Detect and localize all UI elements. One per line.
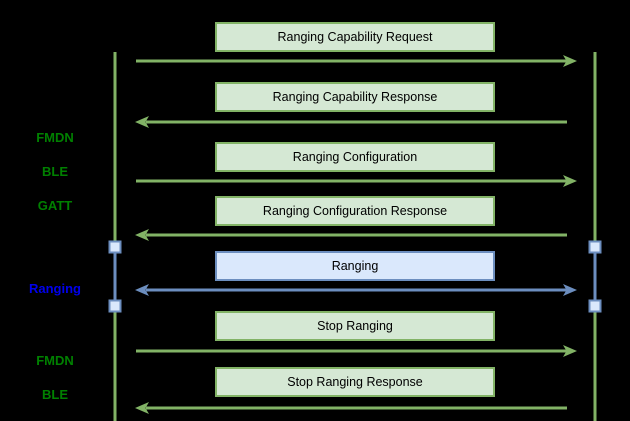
message-label: Ranging Capability Response bbox=[272, 90, 438, 104]
section-label-line: Ranging bbox=[29, 281, 81, 296]
arrowhead-right-icon bbox=[563, 284, 577, 296]
message-box-ranging-capability-request: Ranging Capability Request bbox=[215, 22, 495, 52]
message-label: Stop Ranging bbox=[317, 319, 393, 333]
activation-endpoint-top-right bbox=[588, 240, 602, 254]
message-box-ranging-capability-response: Ranging Capability Response bbox=[215, 82, 495, 112]
section-label-line: FMDN bbox=[36, 353, 74, 368]
section-label-fmdn-ble-gatt-top: FMDN BLE GATT bbox=[10, 112, 100, 231]
message-box-stop-ranging-response: Stop Ranging Response bbox=[215, 367, 495, 397]
message-box-ranging: Ranging bbox=[215, 251, 495, 281]
arrowhead-right-icon bbox=[563, 55, 577, 67]
section-label-line: BLE bbox=[42, 387, 68, 402]
arrowhead-left-icon bbox=[135, 402, 149, 414]
message-label: Ranging Configuration bbox=[292, 150, 418, 164]
arrowhead-left-icon bbox=[135, 284, 149, 296]
message-label: Ranging Capability Request bbox=[277, 30, 433, 44]
activation-endpoint-bottom-right bbox=[588, 299, 602, 313]
arrowhead-right-icon bbox=[563, 175, 577, 187]
section-label-line: GATT bbox=[37, 198, 73, 213]
arrowhead-left-icon bbox=[135, 229, 149, 241]
section-label-line: FMDN bbox=[36, 130, 74, 145]
section-label-fmdn-ble-gatt-bottom: FMDN BLE GATT bbox=[10, 335, 100, 421]
message-label: Ranging bbox=[331, 259, 379, 273]
message-label: Ranging Configuration Response bbox=[262, 204, 448, 218]
message-label: Stop Ranging Response bbox=[287, 375, 423, 389]
section-label-line: BLE bbox=[42, 164, 68, 179]
section-label-ranging: Ranging bbox=[10, 263, 100, 314]
activation-endpoint-top-left bbox=[108, 240, 122, 254]
message-box-stop-ranging: Stop Ranging bbox=[215, 311, 495, 341]
activation-endpoint-bottom-left bbox=[108, 299, 122, 313]
arrowhead-right-icon bbox=[563, 345, 577, 357]
message-box-ranging-configuration: Ranging Configuration bbox=[215, 142, 495, 172]
arrowhead-left-icon bbox=[135, 116, 149, 128]
message-box-ranging-configuration-response: Ranging Configuration Response bbox=[215, 196, 495, 226]
